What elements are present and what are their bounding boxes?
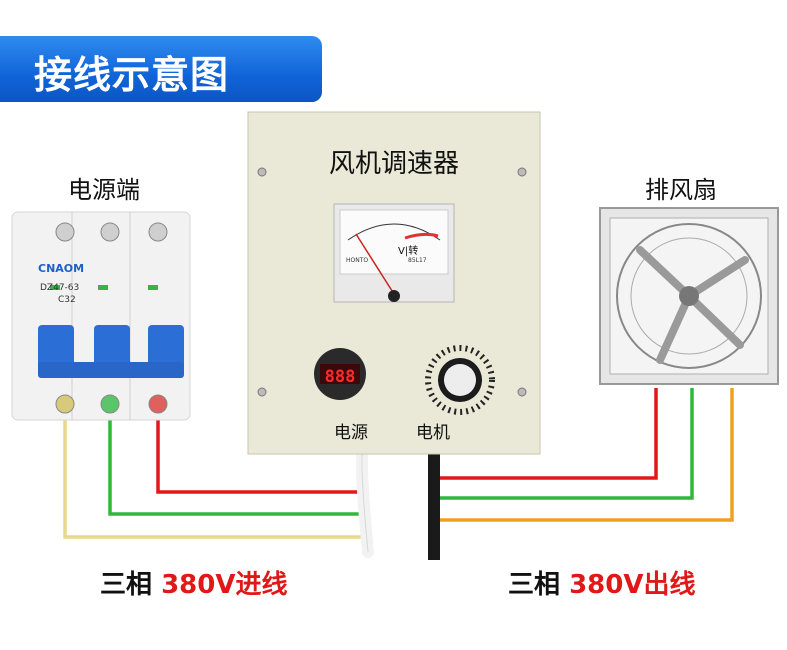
screw-icon	[55, 394, 75, 414]
output-wires	[436, 388, 734, 522]
orange-output-wire	[436, 388, 734, 522]
screw-icon	[517, 387, 527, 397]
input-wires	[63, 404, 362, 539]
fan-label: 排风扇	[645, 176, 717, 204]
red-output-wire	[436, 388, 658, 480]
circuit-breaker: CNAOM DZ47-63 C32	[11, 211, 191, 421]
screw-icon	[517, 167, 527, 177]
exhaust-fan	[599, 207, 779, 385]
input-voltage: 380V进线	[161, 570, 288, 600]
power-label: 电源	[334, 423, 368, 443]
meter-model: 85L17	[408, 257, 427, 264]
digital-display: 888	[325, 367, 356, 387]
screw-icon	[257, 387, 267, 397]
screw-icon	[257, 167, 267, 177]
speed-controller: 风机调速器 V|转 HONTO 85L17 888	[247, 111, 541, 455]
green-input-wire	[108, 404, 362, 516]
breaker-brand: CNAOM	[38, 262, 84, 275]
meter-brand: HONTO	[346, 257, 368, 264]
banner-title: 接线示意图	[34, 53, 230, 97]
output-caption: 三相 380V出线	[508, 564, 695, 601]
input-phase: 三相	[100, 570, 153, 600]
red-input-wire	[156, 404, 362, 494]
breaker-label: 电源端	[68, 176, 140, 204]
breaker-model: DZ47-63	[40, 283, 79, 293]
breaker-rating: C32	[58, 295, 76, 305]
screw-icon	[55, 222, 75, 242]
screw-icon	[100, 394, 120, 414]
controller-title: 风机调速器	[329, 149, 459, 179]
fan-hub-icon	[679, 286, 699, 306]
green-output-wire	[436, 388, 694, 500]
screw-icon	[148, 394, 168, 414]
screw-icon	[148, 222, 168, 242]
title-banner	[0, 36, 322, 102]
output-phase: 三相	[508, 570, 561, 600]
output-voltage: 380V出线	[569, 570, 696, 600]
yellow-input-wire	[63, 404, 362, 539]
input-caption: 三相 380V进线	[100, 564, 287, 601]
meter-unit: V|转	[398, 244, 418, 257]
screw-icon	[100, 222, 120, 242]
motor-label: 电机	[416, 423, 450, 443]
